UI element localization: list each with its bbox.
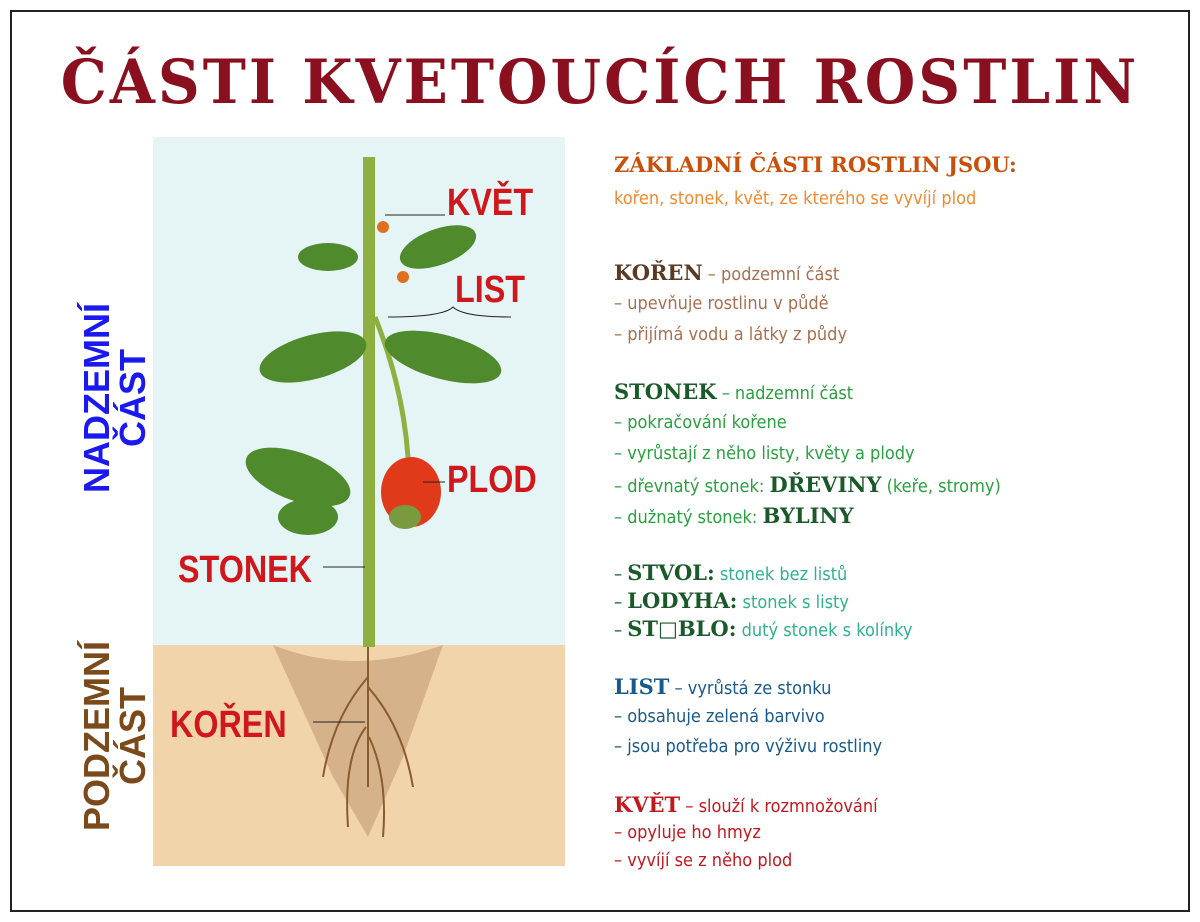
root-heading: KOŘEN – podzemní část (614, 260, 839, 285)
root-name: KOŘEN (614, 260, 703, 285)
label-line: ČÁST (112, 349, 153, 447)
root-line: – upevňuje rostlinu v půdě (614, 293, 829, 314)
flower-name: KVĚT (614, 792, 681, 817)
dash: – (614, 564, 628, 585)
type-desc: stonek s listy (737, 592, 849, 613)
stem-type: – LODYHA: stonek s listy (614, 588, 849, 613)
woody-post: (keře, stromy) (881, 476, 1001, 497)
root-line: – přijímá vodu a látky z půdy (614, 324, 848, 345)
intro-heading: ZÁKLADNÍ ČÁSTI ROSTLIN JSOU: (614, 152, 1017, 177)
leaf-name: LIST (614, 674, 670, 699)
poster-border (10, 10, 1190, 912)
type-desc: stonek bez listů (714, 564, 848, 585)
flower-heading: KVĚT – slouží k rozmnožování (614, 792, 878, 817)
plant-diagram: KVĚT LIST PLOD STONEK KOŘEN (153, 137, 565, 866)
diagram-label-fruit: PLOD (447, 459, 537, 501)
dash: – (614, 592, 628, 613)
root-desc: – podzemní část (702, 264, 840, 285)
dash: – (614, 620, 628, 641)
label-line: ČÁST (112, 687, 153, 785)
leaf-desc: – vyrůstá ze stonku (669, 678, 832, 699)
stem-woody: – dřevnatý stonek: DŘEVINY (keře, stromy… (614, 472, 1001, 497)
stem-type: – ST□BLO: dutý stonek s kolínky (614, 616, 912, 641)
woody-pre: – dřevnatý stonek: (614, 476, 770, 497)
flower-line: – opyluje ho hmyz (614, 822, 761, 843)
herb-bold: BYLINY (762, 503, 854, 528)
type-desc: dutý stonek s kolínky (736, 620, 913, 641)
type-name: STVOL: (627, 560, 715, 585)
diagram-label-leaf: LIST (455, 269, 525, 311)
stem-herb: – dužnatý stonek: BYLINY (614, 503, 854, 528)
diagram-label-root: KOŘEN (170, 704, 287, 746)
type-name: ST□BLO: (627, 616, 737, 641)
stem-line: – pokračování kořene (614, 412, 787, 433)
stem-heading: STONEK – nadzemní část (614, 379, 853, 404)
label-line: NADZEMNÍ (76, 303, 117, 493)
leaf-heading: LIST – vyrůstá ze stonku (614, 674, 831, 699)
stem-desc: – nadzemní část (716, 383, 854, 404)
diagram-label-stem: STONEK (178, 549, 313, 591)
leaf-line: – jsou potřeba pro výživu rostliny (614, 736, 883, 757)
flower-line: – vyvíjí se z něho plod (614, 850, 793, 871)
woody-bold: DŘEVINY (769, 472, 882, 497)
page-title: ČÁSTI KVETOUCÍCH ROSTLIN (60, 46, 1140, 118)
type-name: LODYHA: (627, 588, 738, 613)
herb-pre: – dužnatý stonek: (614, 507, 763, 528)
intro-text: kořen, stonek, květ, ze kterého se vyvíj… (614, 188, 977, 209)
leaf-line: – obsahuje zelená barvivo (614, 706, 825, 727)
stem-line: – vyrůstají z něho listy, květy a plody (614, 443, 915, 464)
diagram-label-flower: KVĚT (447, 182, 534, 224)
plant-illustration (245, 157, 512, 838)
stem-name: STONEK (614, 379, 717, 404)
stem-type: – STVOL: stonek bez listů (614, 560, 847, 585)
flower-desc: – slouží k rozmnožování (680, 796, 878, 817)
label-line: PODZEMNÍ (76, 641, 117, 832)
